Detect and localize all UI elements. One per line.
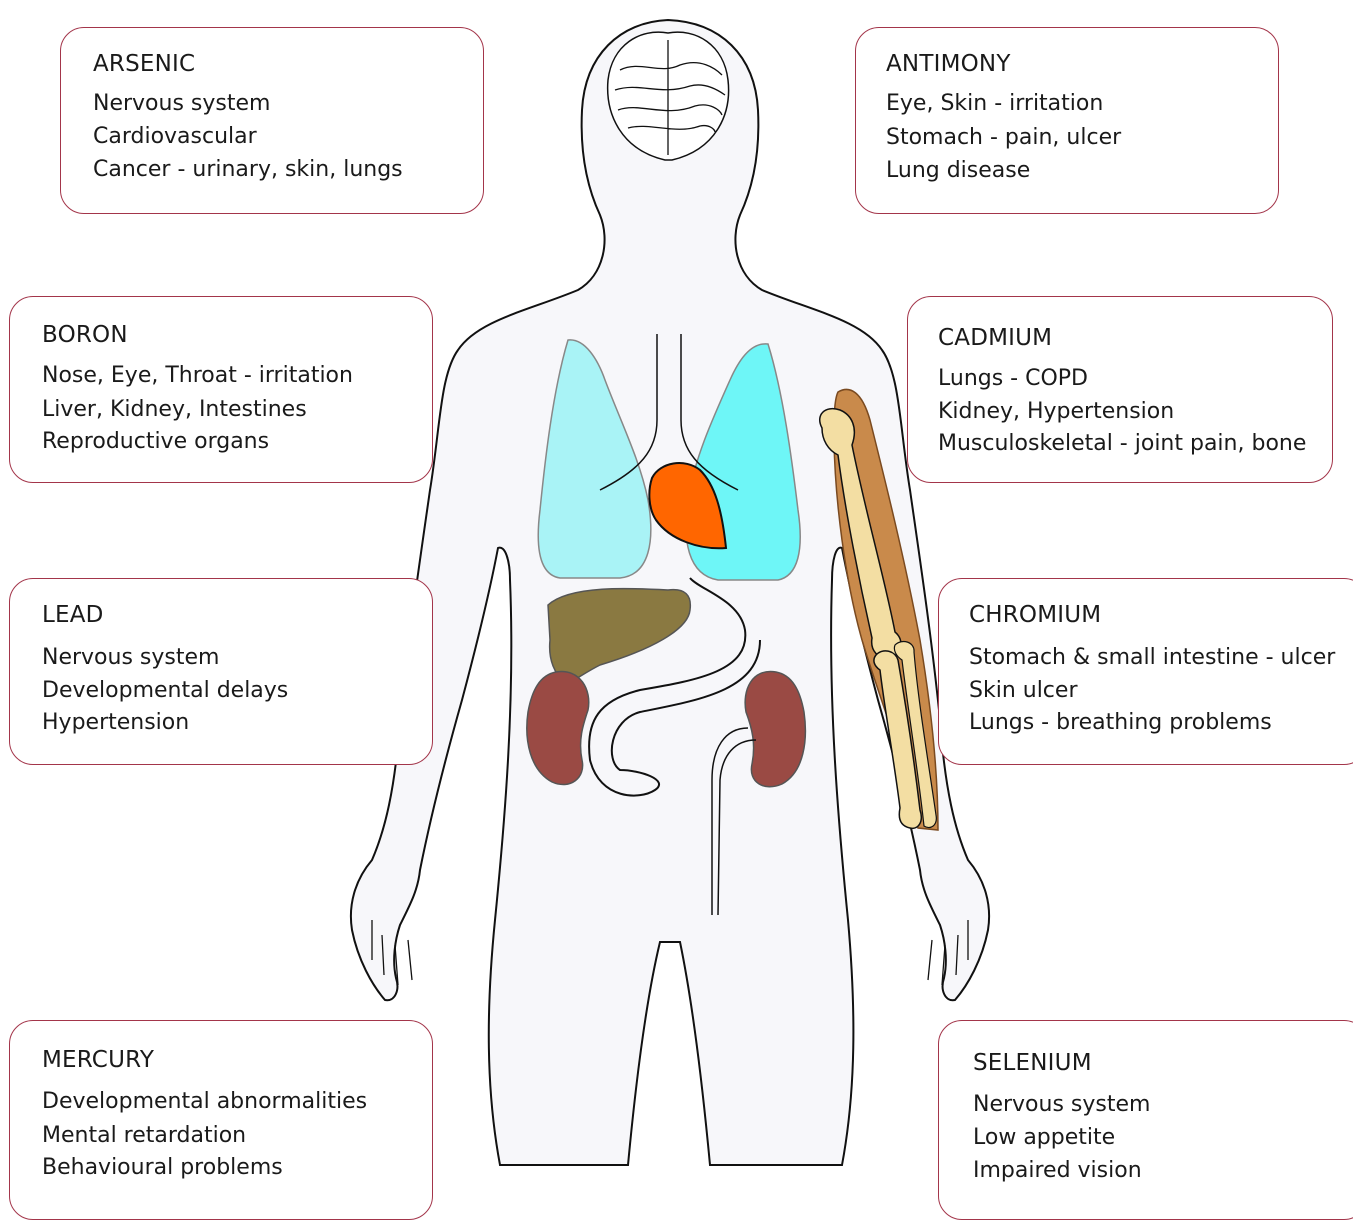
lead-effect: Developmental delays	[42, 678, 288, 703]
mercury-box: MERCURY Developmental abnormalities Ment…	[9, 1020, 433, 1220]
cadmium-effect: Lungs - COPD	[938, 366, 1088, 391]
cadmium-title: CADMIUM	[938, 325, 1052, 351]
lead-box: LEAD Nervous system Developmental delays…	[9, 578, 433, 765]
selenium-effect: Nervous system	[973, 1092, 1150, 1117]
boron-effect: Reproductive organs	[42, 429, 269, 454]
arsenic-effect: Nervous system	[93, 91, 270, 116]
boron-effect: Liver, Kidney, Intestines	[42, 397, 307, 422]
selenium-effect: Low appetite	[973, 1125, 1115, 1150]
mercury-effect: Behavioural problems	[42, 1155, 283, 1180]
arsenic-effect: Cancer - urinary, skin, lungs	[93, 157, 403, 182]
antimony-box: ANTIMONY Eye, Skin - irritation Stomach …	[855, 27, 1279, 214]
antimony-effect: Eye, Skin - irritation	[886, 91, 1103, 116]
selenium-title: SELENIUM	[973, 1050, 1092, 1076]
chromium-effect: Stomach & small intestine - ulcer	[969, 645, 1335, 670]
chromium-effect: Lungs - breathing problems	[969, 710, 1272, 735]
right-kidney	[745, 672, 805, 787]
arsenic-box: ARSENIC Nervous system Cardiovascular Ca…	[60, 27, 484, 214]
cadmium-box: CADMIUM Lungs - COPD Kidney, Hypertensio…	[907, 296, 1333, 483]
boron-title: BORON	[42, 322, 128, 348]
cadmium-effect: Musculoskeletal - joint pain, bone	[938, 431, 1306, 456]
arsenic-effect: Cardiovascular	[93, 124, 257, 149]
mercury-effect: Mental retardation	[42, 1123, 246, 1148]
left-kidney	[527, 672, 589, 785]
antimony-effect: Stomach - pain, ulcer	[886, 125, 1121, 150]
lead-effect: Hypertension	[42, 710, 189, 735]
antimony-title: ANTIMONY	[886, 51, 1011, 77]
boron-effect: Nose, Eye, Throat - irritation	[42, 363, 353, 388]
lead-effect: Nervous system	[42, 645, 219, 670]
selenium-effect: Impaired vision	[973, 1158, 1142, 1183]
arsenic-title: ARSENIC	[93, 51, 195, 77]
mercury-effect: Developmental abnormalities	[42, 1089, 367, 1114]
chromium-effect: Skin ulcer	[969, 678, 1078, 703]
chromium-title: CHROMIUM	[969, 602, 1101, 628]
cadmium-effect: Kidney, Hypertension	[938, 399, 1174, 424]
antimony-effect: Lung disease	[886, 158, 1030, 183]
lead-title: LEAD	[42, 602, 104, 628]
mercury-title: MERCURY	[42, 1047, 154, 1073]
chromium-box: CHROMIUM Stomach & small intestine - ulc…	[938, 578, 1353, 765]
selenium-box: SELENIUM Nervous system Low appetite Imp…	[938, 1020, 1353, 1220]
boron-box: BORON Nose, Eye, Throat - irritation Liv…	[9, 296, 433, 483]
